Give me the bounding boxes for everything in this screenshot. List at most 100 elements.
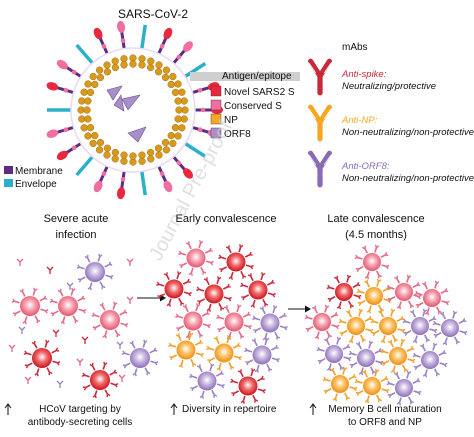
antigen-label: Novel SARS2 S — [224, 87, 295, 98]
spike-node — [197, 87, 203, 93]
virus-title: SARS-CoV-2 — [118, 7, 188, 21]
free-antibody — [81, 336, 89, 344]
stage3-footer-l1: Memory B cell maturation — [328, 404, 441, 415]
b-cell — [76, 253, 114, 291]
b-cell — [156, 271, 192, 307]
orf8-triangles — [106, 85, 147, 143]
lipid-bead — [180, 97, 188, 105]
lipid-bead — [103, 61, 111, 69]
b-cell — [414, 280, 450, 316]
antibody-icon — [307, 58, 333, 96]
spike-head — [183, 168, 193, 179]
lipid-bead — [129, 152, 137, 160]
b-cell — [218, 244, 254, 280]
b-cell — [91, 301, 129, 339]
lipid-bead — [89, 72, 97, 81]
spike-node — [120, 38, 126, 44]
free-antibody — [126, 258, 134, 266]
lipid-bead — [146, 63, 155, 72]
lipid-bead — [111, 63, 120, 72]
spike-head — [116, 20, 126, 33]
lipid-bilayer — [77, 54, 189, 166]
lipid-bead — [95, 146, 104, 154]
mab-desc: Neutralizing/protective — [342, 81, 436, 92]
b-cell — [338, 308, 374, 344]
b-cell — [168, 332, 204, 368]
stage2-footer-l1: Diversity in repertoire — [182, 404, 277, 415]
spike-node — [176, 160, 182, 166]
b-cell — [49, 287, 87, 325]
b-cell — [81, 361, 119, 399]
stage-footers: HCoV targeting by antibody-secreting cel… — [4, 403, 442, 428]
stage3-title-l1: Late convalescence — [327, 213, 424, 225]
antigen-header: Antigen/epitope — [222, 71, 292, 82]
b-cell — [386, 370, 422, 406]
antigen-swatch — [210, 113, 222, 125]
spike-head — [93, 180, 103, 193]
b-cell — [175, 303, 211, 339]
b-cell — [370, 308, 406, 344]
b-cell — [244, 337, 280, 373]
lipid-bead — [83, 106, 91, 114]
b-cell — [356, 278, 392, 314]
b-cell — [326, 274, 362, 310]
stage1-title-l1: Severe acute — [44, 213, 109, 225]
envelope-swatch — [4, 179, 13, 187]
lipid-bead — [178, 124, 186, 132]
antigen-swatch — [210, 85, 222, 97]
free-antibody — [118, 374, 126, 382]
b-cell — [316, 336, 352, 372]
mab-desc: Non-neutralizing/non-protective — [342, 173, 474, 184]
lipid-bead — [103, 144, 112, 152]
mab-name: Anti-spike: — [341, 69, 387, 80]
spike-node — [197, 127, 203, 133]
spike-head — [163, 180, 173, 193]
lipid-bead — [138, 151, 146, 159]
arrow-2 — [305, 305, 311, 313]
lipid-bead — [103, 151, 111, 159]
lipid-bead — [120, 151, 128, 159]
mab-name: Anti-ORF8: — [341, 161, 390, 172]
free-antibody — [18, 326, 26, 334]
lipid-bead — [96, 73, 105, 82]
mabs-panel: mAbs Anti-spike:Neutralizing/protectiveA… — [307, 42, 474, 188]
spike-node — [101, 44, 107, 49]
lipid-bead — [180, 115, 188, 123]
lipid-bead — [95, 66, 104, 74]
envelope-label: Envelope — [15, 179, 57, 190]
lipid-bead — [174, 97, 182, 105]
lipid-bead — [111, 57, 119, 65]
lipid-bead — [169, 72, 177, 81]
antibody-icon — [307, 104, 333, 142]
free-antibody — [8, 344, 16, 352]
b-cell — [196, 276, 232, 312]
lipid-bead — [80, 124, 88, 132]
up-arrow-3 — [309, 403, 317, 415]
membrane-swatch — [4, 166, 13, 174]
lipid-bead — [80, 88, 88, 96]
lipid-bead — [138, 55, 146, 63]
antigen-pointer-bar — [190, 72, 300, 81]
lipid-bead — [174, 115, 182, 123]
free-antibody — [46, 266, 54, 274]
b-cell — [354, 368, 390, 404]
envelope-protein — [75, 43, 94, 65]
membrane-label: Membrane — [15, 166, 63, 177]
spike-head — [183, 41, 193, 52]
stage1-footer-l2: antibody-secreting cells — [28, 417, 133, 428]
spike-node — [176, 54, 182, 60]
b-cell — [206, 335, 242, 371]
b-cell — [252, 305, 288, 341]
lipid-bead — [175, 106, 183, 114]
lipid-bead — [146, 148, 155, 157]
lipid-bead — [78, 97, 86, 105]
structure-legend: Membrane Envelope — [4, 166, 63, 190]
spike-head — [116, 187, 126, 200]
stage3-footer-l2: to ORF8 and NP — [348, 417, 422, 428]
virion-spikes — [46, 20, 223, 200]
b-cell — [121, 339, 159, 377]
lipid-bead — [154, 68, 163, 76]
lipid-bead — [89, 139, 97, 148]
